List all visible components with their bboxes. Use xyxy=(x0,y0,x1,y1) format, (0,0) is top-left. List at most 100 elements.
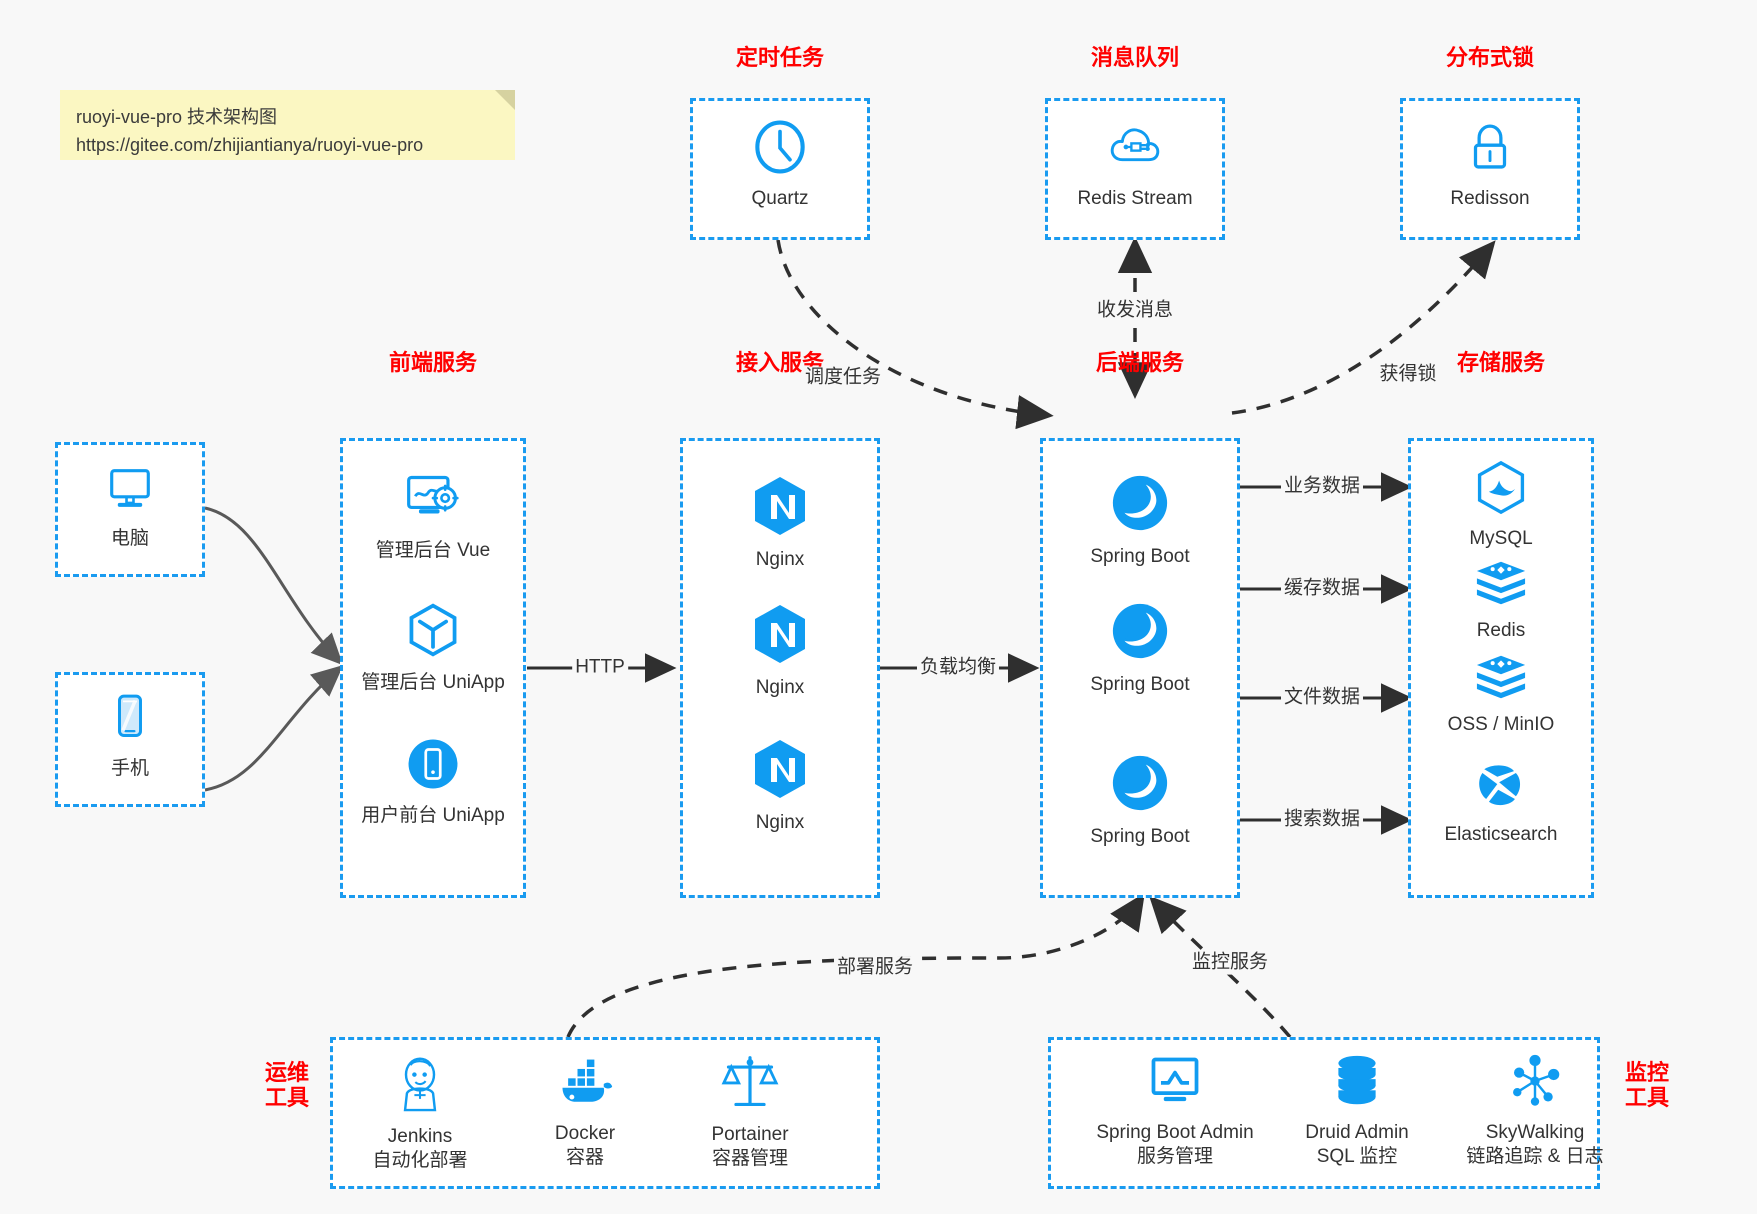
group-title-lock: 分布式锁 xyxy=(1445,45,1534,70)
node-redisson[interactable]: Redisson xyxy=(1410,118,1570,211)
elasticsearch-icon xyxy=(1473,760,1529,817)
edge-label-schedule-task: 调度任务 xyxy=(801,366,885,390)
node-sublabel: 容器管理 xyxy=(711,1147,788,1169)
node-user-uniapp[interactable]: 用户前台 UniApp xyxy=(353,735,513,828)
edge-backend-to-redisson xyxy=(1231,240,1496,415)
edge-label-search-data: 搜索数据 xyxy=(1280,808,1364,832)
node-label: Nginx xyxy=(755,549,805,570)
node-spring-boot-1[interactable]: Spring Boot xyxy=(1060,472,1220,569)
node-spring-boot-2[interactable]: Spring Boot xyxy=(1060,600,1220,697)
group-title-timer: 定时任务 xyxy=(735,45,824,70)
spring-boot-icon xyxy=(1109,600,1171,667)
node-nginx-1[interactable]: Nginx xyxy=(700,475,860,572)
node-quartz[interactable]: Quartz xyxy=(700,118,860,211)
node-desktop[interactable]: 电脑 xyxy=(50,462,210,551)
node-admin-vue[interactable]: 管理后台 Vue xyxy=(353,470,513,563)
node-label: 管理后台 UniApp xyxy=(361,672,505,693)
node-elasticsearch[interactable]: Elasticsearch xyxy=(1421,760,1581,847)
edge-label-http: HTTP xyxy=(572,656,628,680)
node-jenkins[interactable]: Jenkins 自动化部署 xyxy=(340,1052,500,1173)
node-label: Elasticsearch xyxy=(1444,824,1558,845)
database-icon xyxy=(1330,1052,1384,1115)
group-box-timer xyxy=(690,98,870,240)
node-portainer[interactable]: Portainer 容器管理 xyxy=(670,1052,830,1171)
node-mobile[interactable]: 手机 xyxy=(50,690,210,781)
nginx-icon xyxy=(751,475,809,542)
node-label: 用户前台 UniApp xyxy=(361,805,505,826)
group-title-frontend: 前端服务 xyxy=(388,350,477,375)
node-nginx-2[interactable]: Nginx xyxy=(700,603,860,700)
node-sublabel: 自动化部署 xyxy=(372,1149,468,1171)
edge-mobile-to-frontend xyxy=(204,665,344,792)
group-box-mq xyxy=(1045,98,1225,240)
edge-desktop-to-frontend xyxy=(204,506,344,666)
node-label: Druid Admin xyxy=(1305,1122,1409,1143)
edge-label-file-data: 文件数据 xyxy=(1280,686,1364,710)
nginx-icon xyxy=(751,603,809,670)
node-sublabel: 容器 xyxy=(565,1146,604,1168)
node-label: Spring Boot Admin xyxy=(1096,1122,1254,1143)
edge-label-acquire-lock: 获得锁 xyxy=(1376,363,1440,387)
node-spring-boot-3[interactable]: Spring Boot xyxy=(1060,752,1220,849)
monitor-title-line-2: 工具 xyxy=(1624,1085,1669,1111)
spring-boot-icon xyxy=(1109,472,1171,539)
node-spring-boot-admin[interactable]: Spring Boot Admin 服务管理 xyxy=(1077,1052,1273,1169)
group-box-mobile xyxy=(55,672,205,807)
node-label: Portainer xyxy=(711,1124,789,1145)
node-admin-uniapp[interactable]: 管理后台 UniApp xyxy=(353,600,513,695)
note-line-2: https://gitee.com/zhijiantianya/ruoyi-vu… xyxy=(76,134,424,155)
group-title-mq: 消息队列 xyxy=(1090,45,1179,70)
node-label: Redisson xyxy=(1450,188,1530,209)
node-label: Nginx xyxy=(755,812,805,833)
node-label: 手机 xyxy=(110,758,149,779)
node-redis[interactable]: Redis xyxy=(1421,558,1581,643)
diagram-title-note: ruoyi-vue-pro 技术架构图 https://gitee.com/zh… xyxy=(60,90,515,160)
node-redis-stream[interactable]: Redis Stream xyxy=(1055,118,1215,211)
note-line-1: ruoyi-vue-pro 技术架构图 xyxy=(76,107,278,127)
node-skywalking[interactable]: SkyWalking 链路追踪 & 日志 xyxy=(1440,1052,1630,1169)
group-title-ops: 运维 工具 xyxy=(252,1060,322,1111)
edge-label-cache-data: 缓存数据 xyxy=(1280,577,1364,601)
edge-label-business-data: 业务数据 xyxy=(1280,475,1364,499)
nginx-icon xyxy=(751,738,809,805)
group-box-lock xyxy=(1400,98,1580,240)
padlock-icon xyxy=(1461,118,1519,181)
edge-label-send-receive-message: 收发消息 xyxy=(1093,299,1177,323)
node-docker[interactable]: Docker 容器 xyxy=(505,1055,665,1170)
node-sublabel: 服务管理 xyxy=(1136,1145,1213,1167)
note-fold-corner xyxy=(495,90,515,110)
node-mysql[interactable]: MySQL xyxy=(1421,460,1581,551)
desktop-monitor-icon xyxy=(102,462,158,521)
node-label: Redis xyxy=(1476,620,1526,641)
node-oss-minio[interactable]: OSS / MinIO xyxy=(1421,652,1581,737)
edge-label-load-balance: 负载均衡 xyxy=(916,656,1000,680)
skywalking-icon xyxy=(1507,1052,1563,1115)
edge-label-deploy-service: 部署服务 xyxy=(833,956,917,980)
redis-icon xyxy=(1473,558,1529,613)
node-label: Spring Boot xyxy=(1090,674,1190,695)
cloud-mq-icon xyxy=(1106,118,1164,181)
cube-icon xyxy=(403,600,463,665)
node-druid-admin[interactable]: Druid Admin SQL 监控 xyxy=(1272,1052,1442,1169)
node-label: Nginx xyxy=(755,677,805,698)
node-sublabel: SQL 监控 xyxy=(1316,1145,1398,1167)
spring-boot-icon xyxy=(1109,752,1171,819)
node-label: Docker xyxy=(554,1123,616,1144)
ops-title-line-1: 运维 xyxy=(264,1060,309,1085)
node-label: 管理后台 Vue xyxy=(375,540,491,561)
docker-icon xyxy=(555,1055,615,1116)
node-label: SkyWalking xyxy=(1485,1122,1585,1143)
node-label: Quartz xyxy=(751,188,809,209)
node-nginx-3[interactable]: Nginx xyxy=(700,738,860,835)
edge-label-monitor-service: 监控服务 xyxy=(1188,951,1272,975)
mobile-phone-icon xyxy=(102,690,158,751)
node-label: Redis Stream xyxy=(1077,188,1193,209)
monitor-title-line-1: 监控 xyxy=(1624,1060,1669,1085)
group-box-monitor xyxy=(1048,1037,1600,1189)
scales-icon xyxy=(721,1052,779,1117)
node-label: MySQL xyxy=(1469,528,1533,549)
phone-circle-icon xyxy=(404,735,462,798)
node-label: Jenkins xyxy=(387,1126,453,1147)
redis-icon xyxy=(1473,652,1529,707)
